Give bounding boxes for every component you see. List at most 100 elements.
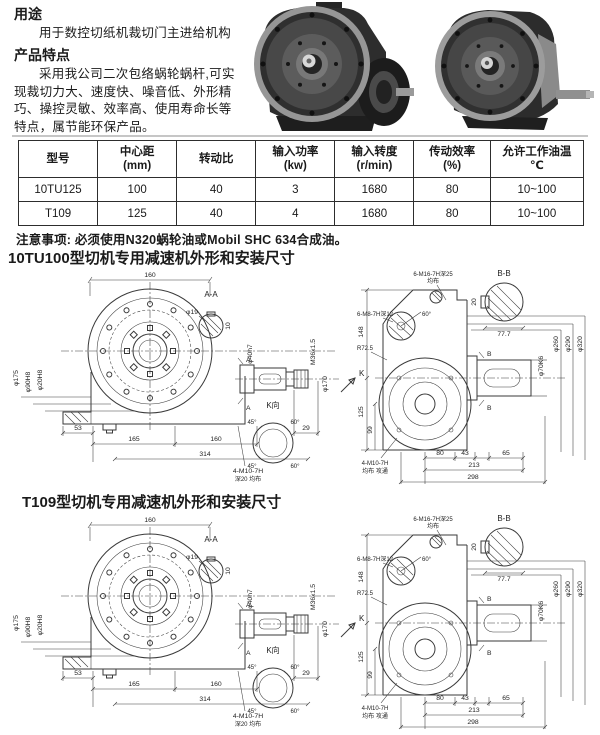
bolt-circle-inner [124, 570, 176, 622]
dim-label: 77.7 [497, 331, 510, 338]
section-cut-mark: B [487, 596, 492, 603]
features-title: 产品特点 [14, 46, 70, 63]
cell-model: T109 [17, 201, 99, 226]
dim-label: φ170 [322, 621, 329, 637]
angle-label: 60° [422, 312, 432, 318]
cell-value: 100 [97, 177, 178, 202]
k-view-title: K向 [266, 645, 279, 655]
dim-label: 65 [502, 450, 510, 457]
col-header-center-distance: 中心距(mm) [97, 140, 178, 178]
dim-label: φ290 [565, 336, 572, 352]
dim-label: 20 [471, 298, 478, 306]
technical-drawing: 160 φ175 φ90H8 φ20H8 A-A φ19 10 A A φ40h… [13, 269, 586, 485]
cell-value: 80 [413, 177, 491, 202]
product-photo-right [435, 10, 594, 130]
photo-bolt-dots [260, 12, 364, 116]
thread-note: 均布 攻通 [362, 467, 388, 475]
radius-label: R72.5 [357, 591, 374, 597]
section-cut-mark: B [487, 351, 492, 358]
dim-label: 298 [467, 474, 479, 481]
col-header-efficiency: 传动效率(%) [413, 140, 491, 178]
cell-value: 3 [255, 177, 336, 202]
dim-label: 80 [436, 695, 444, 702]
dim-label: 20 [471, 543, 478, 551]
dim-label: φ90H8 [25, 616, 32, 637]
dim-label: φ260 [553, 336, 560, 352]
dim-label: 10 [225, 322, 232, 330]
cell-model: 10TU125 [17, 177, 99, 202]
dim-label: φ90H8 [25, 371, 32, 392]
bolt-circle-inner [124, 325, 176, 377]
intro-block: 用途 用于数控切纸机裁切门主进给机构 产品特点 采用我公司二次包络蜗轮蜗杆,可实… [14, 2, 244, 138]
angle-label: 60° [290, 709, 300, 715]
cell-value: 10~100 [489, 201, 585, 226]
side-view: B-B 20 77.7 6-M16-7H深25 均布 60° R72.5 6-M… [357, 269, 586, 485]
dim-label: φ290 [565, 581, 572, 597]
dim-label: φ320 [577, 581, 584, 597]
thread-note: 4-M10-7H [362, 461, 389, 467]
dim-label: 53 [74, 670, 82, 677]
drawing-10tu100: 160 φ175 φ90H8 φ20H8 A-A φ19 10 A A φ40h… [5, 266, 595, 488]
dim-label: 43 [461, 450, 469, 457]
dim-label: φ20H8 [37, 614, 44, 635]
dim-label: 80 [436, 450, 444, 457]
angle-label: 60° [290, 464, 300, 470]
dim-label: 298 [467, 719, 479, 726]
angle-label: 60° [290, 665, 300, 671]
section-cut-mark: A [246, 602, 251, 609]
spec-table: 型号 中心距(mm) 转动比 输入功率(kw) 输入转度(r/min) 传动效率… [17, 140, 585, 226]
dim-label: 165 [128, 681, 140, 688]
section2-title: T109型切机专用减速机外形和安装尺寸 [22, 494, 282, 511]
cell-value: 40 [176, 177, 257, 202]
features-text: 采用我公司二次包络蜗轮蜗杆,可实现裁切力大、速度快、噪音低、外形精巧、操控灵敏、… [14, 66, 235, 134]
angle-label: 45° [247, 420, 257, 426]
dim-label: 160 [210, 681, 222, 688]
dim-label: φ175 [13, 615, 20, 631]
dim-label: 43 [461, 695, 469, 702]
dim-label: 125 [358, 651, 365, 663]
thread-note: 4-M10-7H [233, 468, 263, 475]
dim-label: 125 [358, 406, 365, 418]
cell-value: 1680 [334, 201, 415, 226]
thread-note: 6-M16-7H深25 [413, 515, 453, 523]
caution-note: 注意事项: 必须使用N320蜗轮油或Mobil SHC 634合成油。 [16, 233, 348, 247]
usage-text: 用于数控切纸机裁切门主进给机构 [39, 26, 232, 40]
thread-note: 均布 [427, 522, 439, 530]
dim-label: φ70K6 [538, 601, 545, 622]
view-arrow-mark: K [359, 369, 365, 378]
thread-note: 深20 均布 [235, 475, 261, 483]
front-view: 160 φ175 φ90H8 φ20H8 A-A φ19 10 A A φ40h… [13, 272, 365, 483]
col-header-input-power: 输入功率(kw) [255, 140, 336, 178]
view-arrow-mark: K [359, 614, 365, 623]
dim-label: 53 [74, 425, 82, 432]
dim-label: 160 [144, 272, 156, 279]
thread-note: 均布 [427, 277, 439, 285]
thread-note: 6-M16-7H深25 [413, 270, 453, 278]
side-view: B-B 20 77.7 6-M16-7H深25 均布 60° R72.5 6-M… [357, 514, 586, 730]
dim-label: 99 [367, 426, 374, 434]
angle-label: 45° [247, 665, 257, 671]
dim-label: 99 [367, 671, 374, 679]
dim-label: φ170 [322, 376, 329, 392]
thread-note: 4-M10-7H [233, 713, 263, 720]
section-cut-mark: A [246, 650, 251, 657]
usage-title: 用途 [14, 6, 42, 22]
section-cut-mark: B [487, 650, 492, 657]
section-mark-aa: A-A [204, 535, 218, 544]
technical-drawing: 160 φ175 φ90H8 φ20H8 A-A φ19 10 A A φ40h… [13, 514, 586, 730]
dim-label: 148 [358, 571, 365, 583]
angle-label: 45° [247, 464, 257, 470]
table-row: T109 125 40 4 1680 80 10~100 [17, 201, 585, 226]
dim-label: 10 [225, 567, 232, 575]
col-header-ratio: 转动比 [176, 140, 257, 178]
cell-value: 40 [176, 201, 257, 226]
dim-label: M36x1.5 [310, 584, 317, 610]
separator-line [12, 135, 588, 137]
cell-value: 1680 [334, 177, 415, 202]
thread-note: 深20 均布 [235, 720, 261, 728]
bolt-circle-outer [100, 301, 200, 401]
radius-label: R72.5 [357, 346, 374, 352]
dim-label: 314 [199, 451, 211, 458]
section-cut-mark: A [246, 405, 251, 412]
